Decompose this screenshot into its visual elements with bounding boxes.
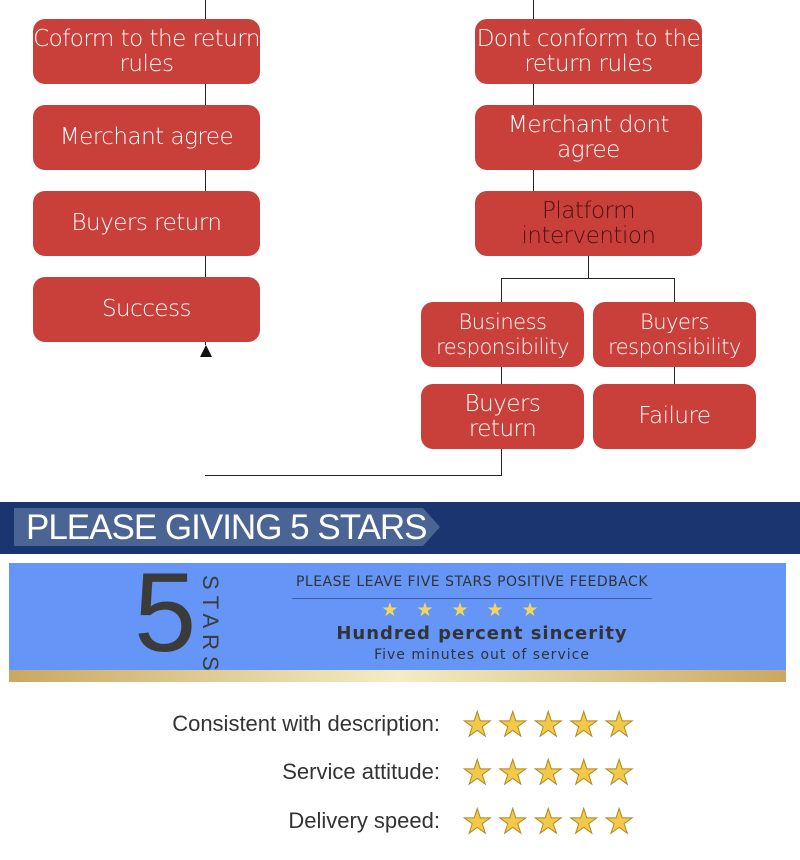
connector — [588, 256, 589, 278]
rating-label: Delivery speed: — [288, 808, 440, 833]
connector — [205, 475, 502, 476]
banner-title: PLEASE GIVING 5 STARS — [26, 508, 427, 547]
rating-label: Consistent with description: — [172, 711, 440, 736]
connector — [501, 278, 502, 302]
flow-box: Buyers responsibility — [593, 302, 756, 367]
flow-box: Buyers return — [33, 191, 260, 256]
banner: PLEASE GIVING 5 STARS — [0, 502, 800, 554]
card-caption: Five minutes out of service — [374, 647, 590, 663]
rating-label: Service attitude: — [282, 759, 440, 784]
star-icons: ★★★★★ — [381, 599, 557, 621]
card-subheading: Hundred percent sincerity — [336, 623, 628, 644]
flow-box: Coform to the return rules — [33, 19, 260, 84]
big-five: 5 — [134, 550, 197, 675]
arrowhead-icon — [200, 345, 212, 357]
flow-box: Buyers return — [421, 384, 584, 449]
flow-box: Success — [33, 277, 260, 342]
feedback-card: 5 STARS PLEASE LEAVE FIVE STARS POSITIVE… — [9, 557, 786, 677]
star-rating-icon[interactable]: ★★★★★ — [461, 705, 640, 746]
rating-row: Consistent with description: ★★★★★ — [0, 705, 800, 746]
flow-box: Merchant dont agree — [475, 105, 702, 170]
flow-box: Business responsibility — [421, 302, 584, 367]
star-rating-icon[interactable]: ★★★★★ — [461, 802, 640, 843]
flow-box: Dont conform to the return rules — [475, 19, 702, 84]
rating-row: Delivery speed: ★★★★★ — [0, 802, 800, 843]
banner-tab — [14, 508, 440, 546]
flow-box: Platform intervention — [475, 191, 702, 256]
gold-bar — [9, 670, 786, 682]
rating-row: Service attitude: ★★★★★ — [0, 753, 800, 794]
connector — [533, 0, 534, 192]
star-rating-icon[interactable]: ★★★★★ — [461, 753, 640, 794]
connector — [501, 278, 675, 279]
connector — [205, 0, 206, 345]
flow-box: Merchant agree — [33, 105, 260, 170]
card-heading: PLEASE LEAVE FIVE STARS POSITIVE FEEDBAC… — [295, 574, 649, 590]
flow-box: Failure — [593, 384, 756, 449]
stars-vertical-text: STARS — [198, 575, 223, 677]
divider — [292, 598, 652, 599]
